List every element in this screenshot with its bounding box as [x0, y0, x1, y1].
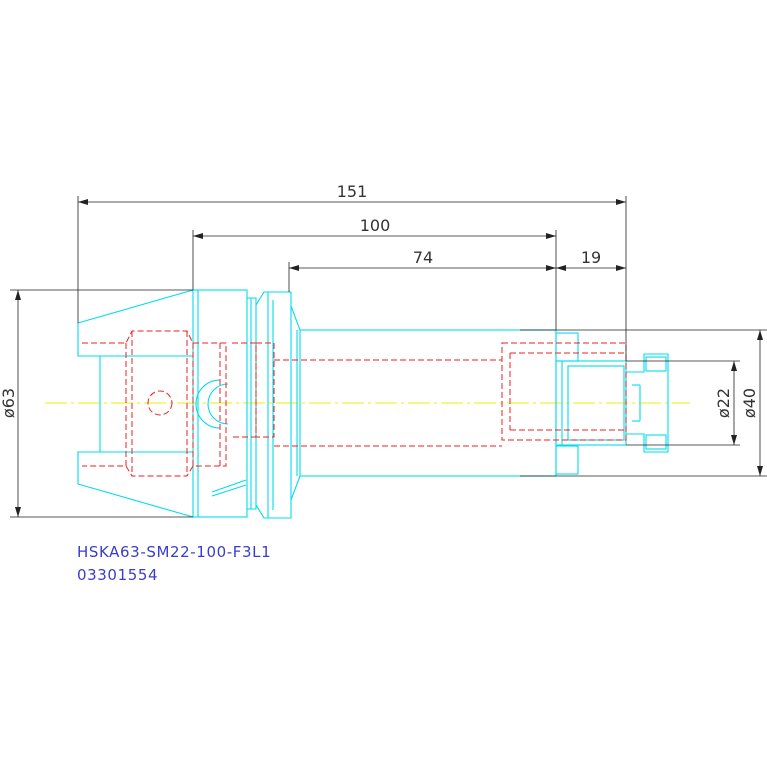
order-code-label: 03301554: [77, 566, 159, 584]
dim-flange-diameter: ø63: [0, 388, 18, 418]
hidden-cross-hole: [147, 390, 173, 416]
dim-nose-diameter: ø40: [740, 388, 759, 418]
dim-nose-length: 19: [581, 248, 601, 267]
hidden-bore-front: [501, 342, 627, 441]
dimension-lines: [10, 196, 767, 518]
face-lug-top: [555, 332, 579, 362]
hsk-taper-shank: [77, 289, 194, 518]
dim-overall-length: 151: [337, 182, 368, 201]
flange: [192, 289, 248, 518]
hidden-bore-rear: [82, 330, 227, 477]
dimension-arrows: [15, 199, 763, 517]
collar: [255, 291, 292, 519]
hidden-lines: [82, 330, 627, 477]
dim-gauge-length: 100: [360, 216, 391, 235]
lock-screw: [625, 353, 669, 453]
dim-bore-diameter: ø22: [714, 388, 733, 418]
tool-outline: [77, 289, 669, 519]
part-number-label: HSKA63-SM22-100-F3L1: [77, 543, 272, 561]
dim-body-length: 74: [413, 248, 433, 267]
hidden-coolant-tube: [232, 342, 257, 438]
face-lug-bottom: [555, 445, 579, 475]
